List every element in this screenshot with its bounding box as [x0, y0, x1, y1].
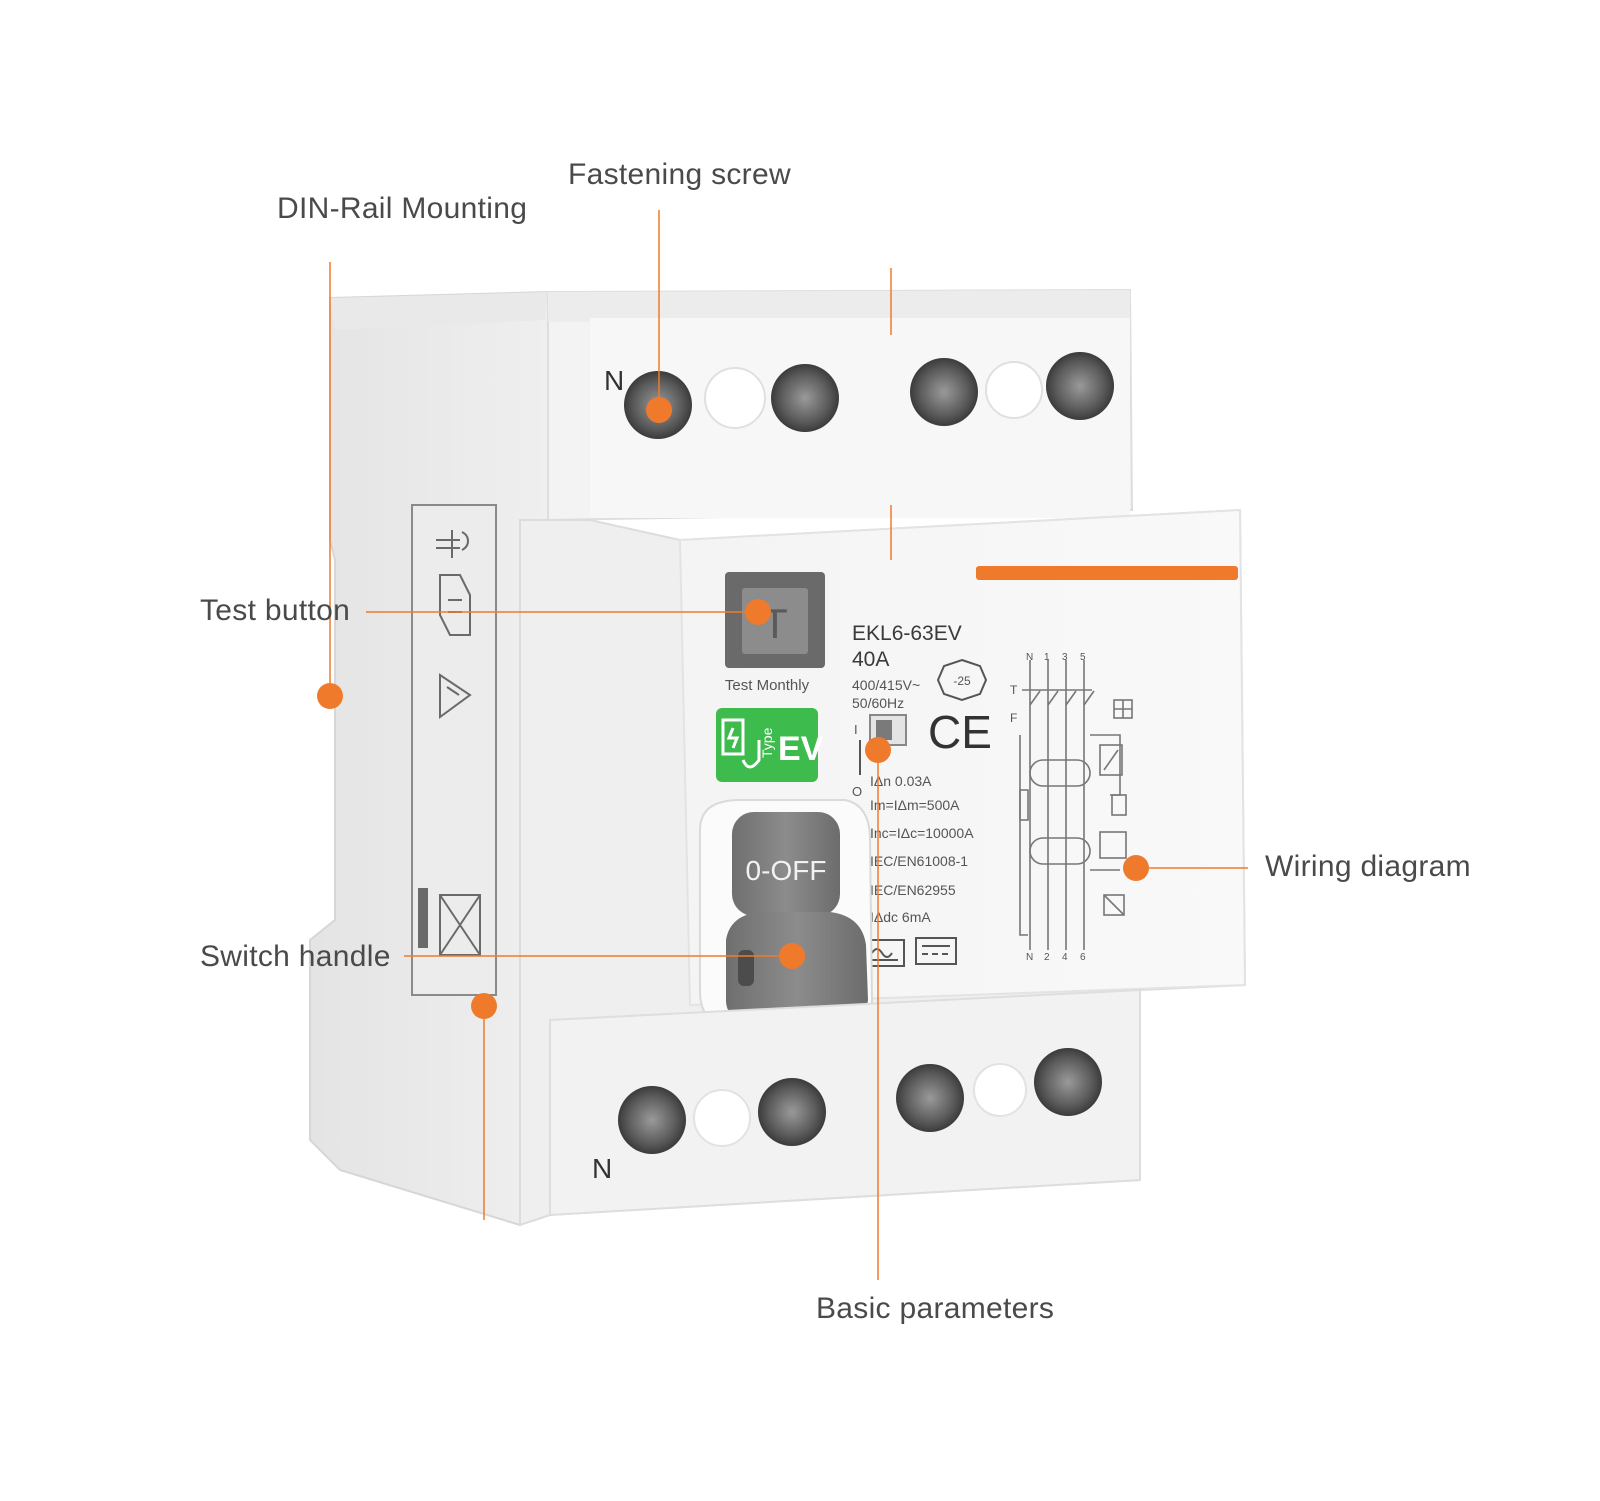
temperature-mark: -25	[953, 674, 971, 688]
wiring-top-3: 3	[1062, 652, 1068, 663]
wiring-top-n: N	[1026, 652, 1033, 663]
badge-type-text: Type	[759, 727, 775, 758]
ce-mark: CE	[928, 706, 992, 758]
wiring-bottom-2: 2	[1044, 952, 1050, 963]
param-short-circuit: Inc=IΔc=10000A	[870, 825, 974, 841]
accent-stripe	[976, 566, 1238, 580]
param-making-capacity: Im=IΔm=500A	[870, 797, 960, 813]
callout-leaders	[317, 210, 1248, 1280]
rated-voltage: 400/415V~	[852, 677, 920, 693]
wiring-bottom-6: 6	[1080, 952, 1086, 963]
rated-frequency: 50/60Hz	[852, 695, 904, 711]
param-standard-2: IEC/EN62955	[870, 882, 956, 898]
badge-ev-text: EV	[778, 730, 824, 768]
screw-top-2-icon	[771, 364, 839, 432]
temperature-mark-icon: -25	[936, 658, 988, 702]
terminal-hole-top-2	[985, 361, 1043, 419]
top-terminal-block: N	[547, 288, 1134, 522]
wiring-terminal-labels-bottom: N 2 4 6	[1026, 952, 1086, 963]
device-side-panel: 6	[309, 290, 549, 1227]
rated-current: 40A	[852, 648, 889, 671]
callout-din-rail-mounting: DIN-Rail Mounting	[277, 192, 528, 225]
neutral-label-bottom: N	[592, 1153, 612, 1184]
callout-test-button: Test button	[200, 594, 351, 627]
param-residual-current: IΔn 0.03A	[870, 773, 932, 789]
switch-off-mark: O	[852, 784, 862, 799]
screw-top-3-icon	[910, 358, 978, 426]
wiring-label-f: F	[1010, 711, 1017, 725]
dot-fastening-screw	[646, 397, 672, 423]
dot-wiring-diagram	[1123, 855, 1149, 881]
dot-test-button	[745, 599, 771, 625]
param-standard-1: IEC/EN61008-1	[870, 853, 968, 869]
model-number: EKL6-63EV	[852, 622, 962, 645]
screw-bottom-3-icon	[896, 1064, 964, 1132]
dot-side-plate	[471, 993, 497, 1019]
wiring-terminal-labels-top: N 1 3 5	[1026, 652, 1086, 663]
param-dc-detection: IΔdc 6mA	[870, 909, 931, 925]
wiring-bottom-n: N	[1026, 952, 1033, 963]
terminal-hole-bottom-1	[693, 1089, 751, 1147]
side-slot	[418, 888, 428, 948]
terminal-hole-bottom-2	[973, 1063, 1027, 1117]
screw-bottom-2-icon	[758, 1078, 826, 1146]
ev-plug-icon	[721, 718, 761, 769]
callout-basic-parameters: Basic parameters	[816, 1292, 1055, 1325]
wiring-bottom-4: 4	[1062, 952, 1068, 963]
screw-bottom-4-icon	[1034, 1048, 1102, 1116]
dot-basic-parameters	[865, 737, 891, 763]
screw-top-4-icon	[1046, 352, 1114, 420]
wiring-top-5: 5	[1080, 652, 1086, 663]
wiring-label-t: T	[1010, 683, 1018, 697]
wiring-top-1: 1	[1044, 652, 1050, 663]
callout-wiring-diagram: Wiring diagram	[1265, 850, 1471, 883]
terminal-hole-top-1	[704, 367, 766, 429]
handle-position-label: 0-OFF	[746, 855, 827, 886]
dot-switch-handle	[779, 943, 805, 969]
switch-handle-upper[interactable]	[732, 812, 840, 916]
callout-fastening-screw: Fastening screw	[568, 158, 791, 191]
switch-on-mark: I	[854, 722, 858, 737]
wiring-diagram-schematic	[1019, 660, 1133, 950]
bottom-terminal-block: N	[549, 988, 1141, 1217]
side-symbols-icon	[436, 530, 481, 956]
callout-switch-handle: Switch handle	[200, 940, 391, 973]
dot-din-rail	[317, 683, 343, 709]
test-monthly-label: Test Monthly	[725, 677, 810, 694]
neutral-label-top: N	[604, 365, 624, 396]
screw-bottom-1-icon	[618, 1086, 686, 1154]
